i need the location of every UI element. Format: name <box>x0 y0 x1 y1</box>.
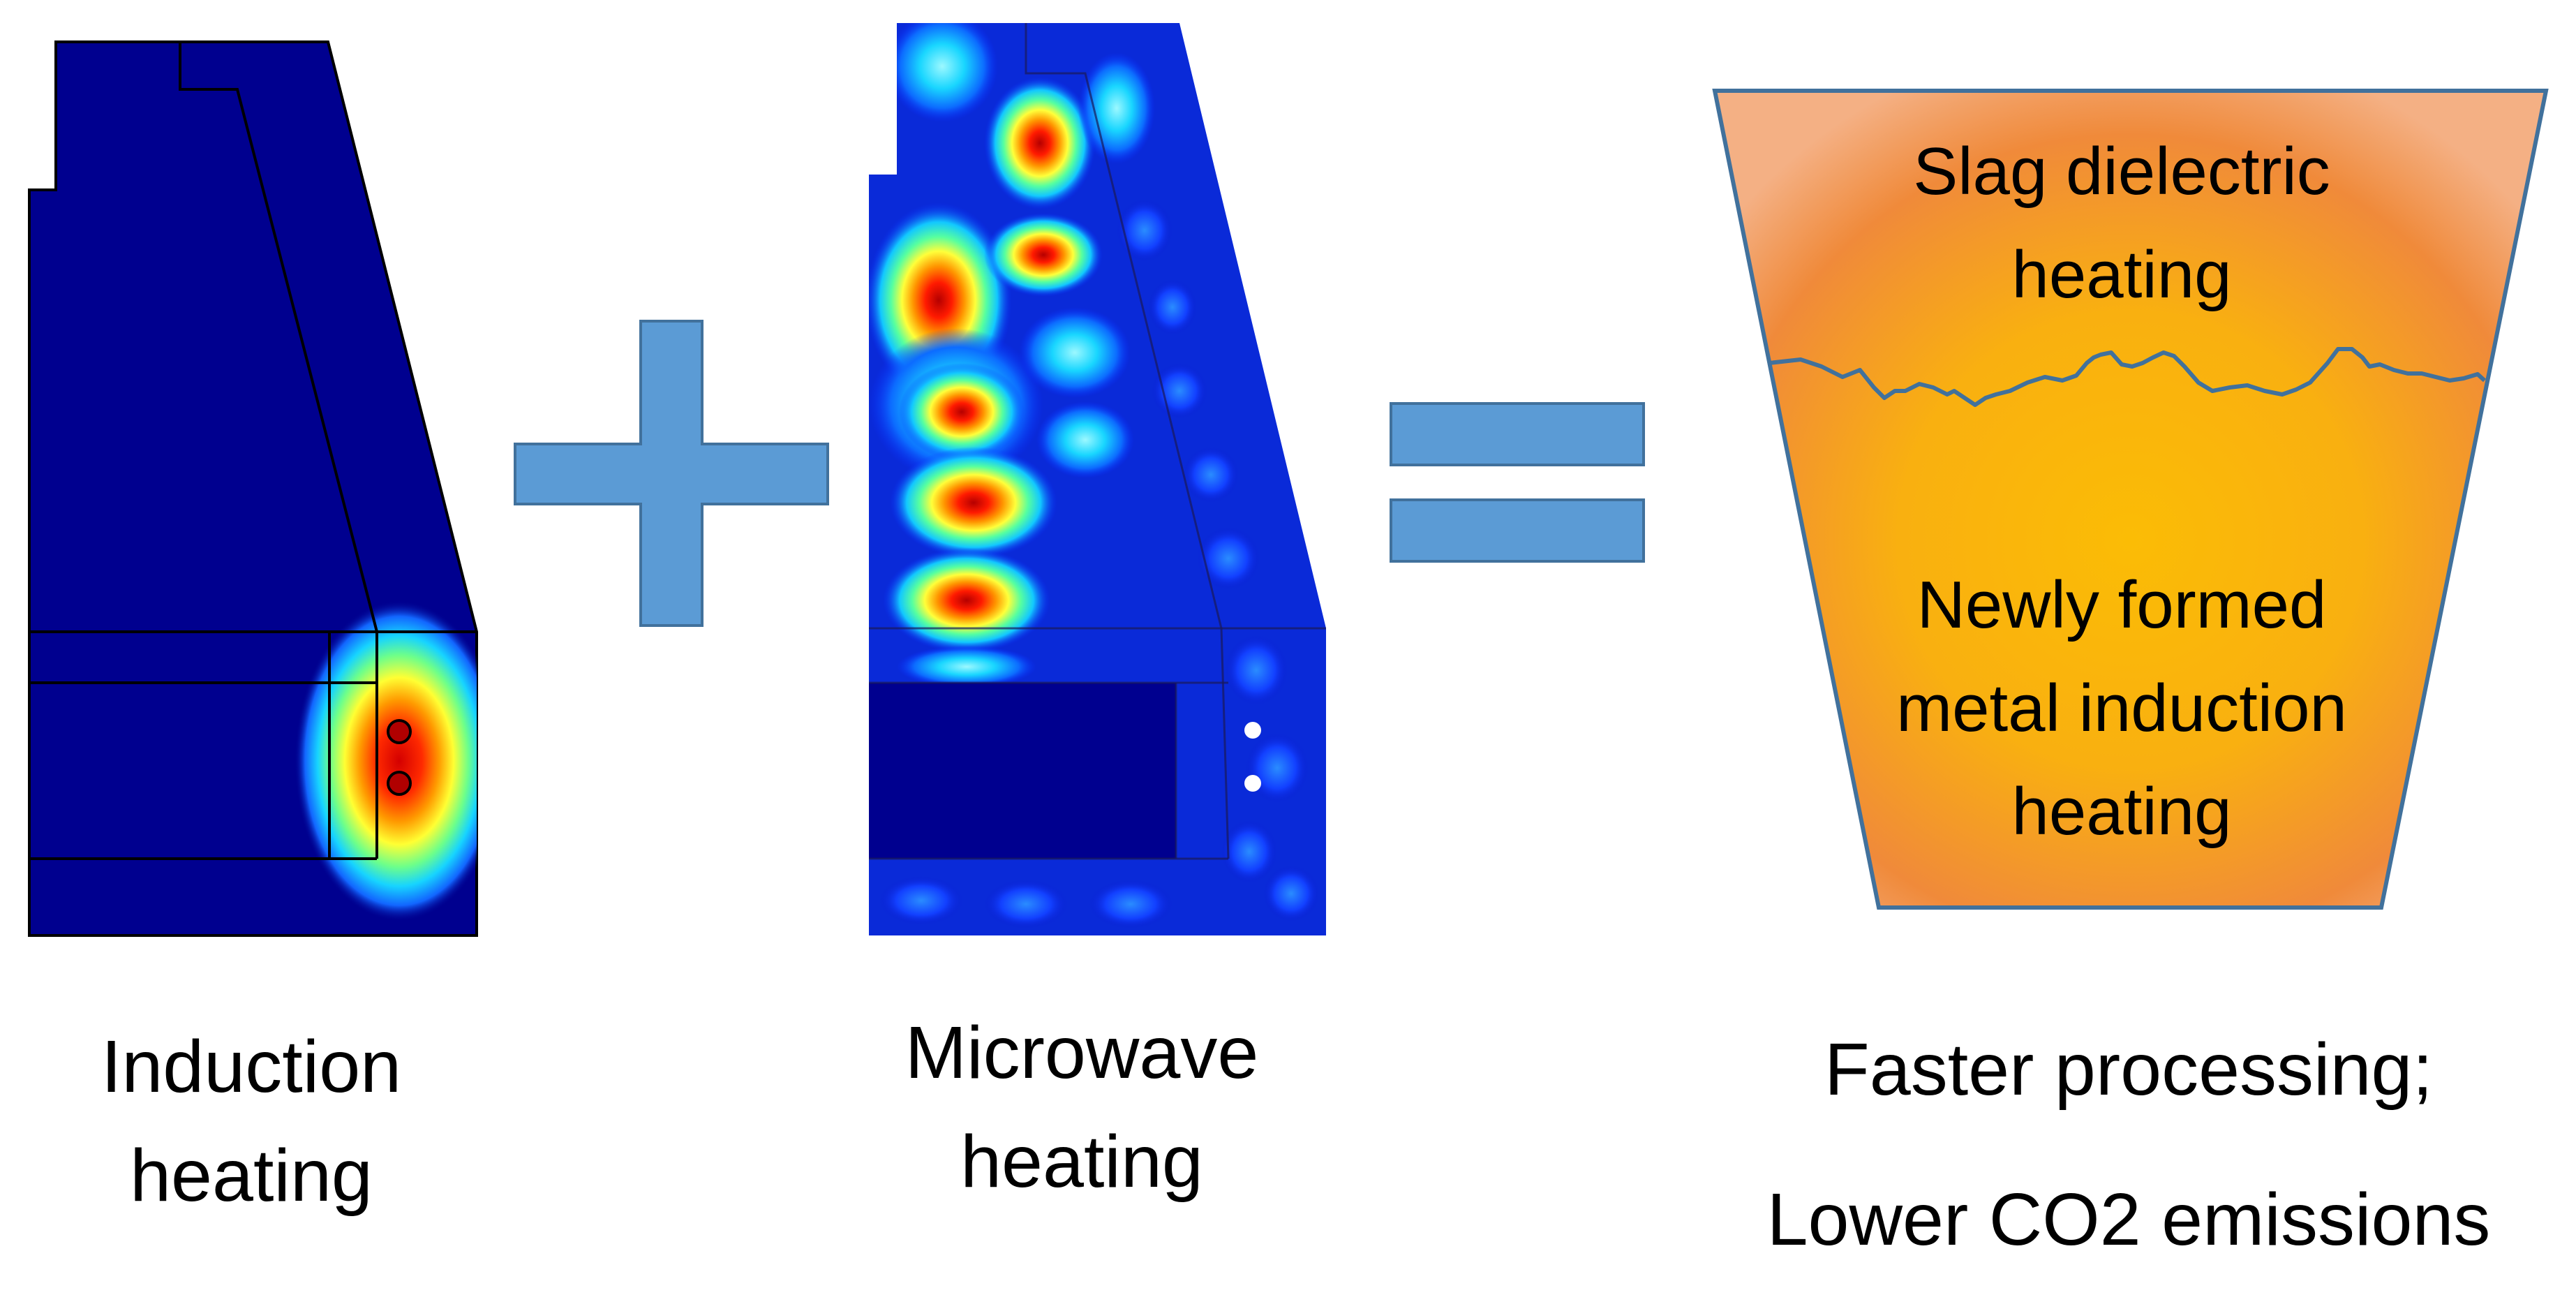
induction-inner-boundary <box>179 42 378 859</box>
induction-field-plot <box>28 40 478 937</box>
microwave-coil-upper <box>1244 722 1261 739</box>
metal-label: Newly formed metal induction heating <box>1842 554 2401 864</box>
slag-label: Slag dielectric heating <box>1842 120 2401 327</box>
crucible <box>1712 89 2549 910</box>
microwave-caption-line1: Microwave <box>904 1012 1259 1094</box>
induction-coil-lower <box>387 771 412 796</box>
induction-hotspot <box>295 600 477 922</box>
plus-sign <box>514 320 829 627</box>
result-line2: Lower CO2 emissions <box>1766 1178 2491 1261</box>
microwave-caption-line2: heating <box>960 1120 1203 1203</box>
microwave-caption: Microwave heating <box>865 998 1298 1216</box>
slag-label-line2: heating <box>2011 237 2232 312</box>
induction-caption-line1: Induction <box>100 1026 402 1108</box>
equals-sign <box>1390 402 1645 563</box>
induction-caption: Induction heating <box>42 1012 461 1230</box>
result-caption: Faster processing; Lower CO2 emissions <box>1696 995 2561 1295</box>
result-line1: Faster processing; <box>1824 1028 2433 1111</box>
crucible-body <box>1712 89 2549 910</box>
induction-coil-upper <box>387 719 412 744</box>
metal-label-line3: heating <box>2011 774 2232 849</box>
metal-label-line2: metal induction <box>1896 671 2347 746</box>
slag-label-line1: Slag dielectric <box>1913 134 2330 209</box>
slag-metal-interface <box>1769 347 2487 407</box>
microwave-coil-lower <box>1244 775 1261 792</box>
microwave-inner-boundary <box>1025 23 1230 859</box>
microwave-field-plot <box>869 23 1326 935</box>
metal-label-line1: Newly formed <box>1916 568 2327 642</box>
induction-caption-line2: heating <box>130 1134 373 1217</box>
